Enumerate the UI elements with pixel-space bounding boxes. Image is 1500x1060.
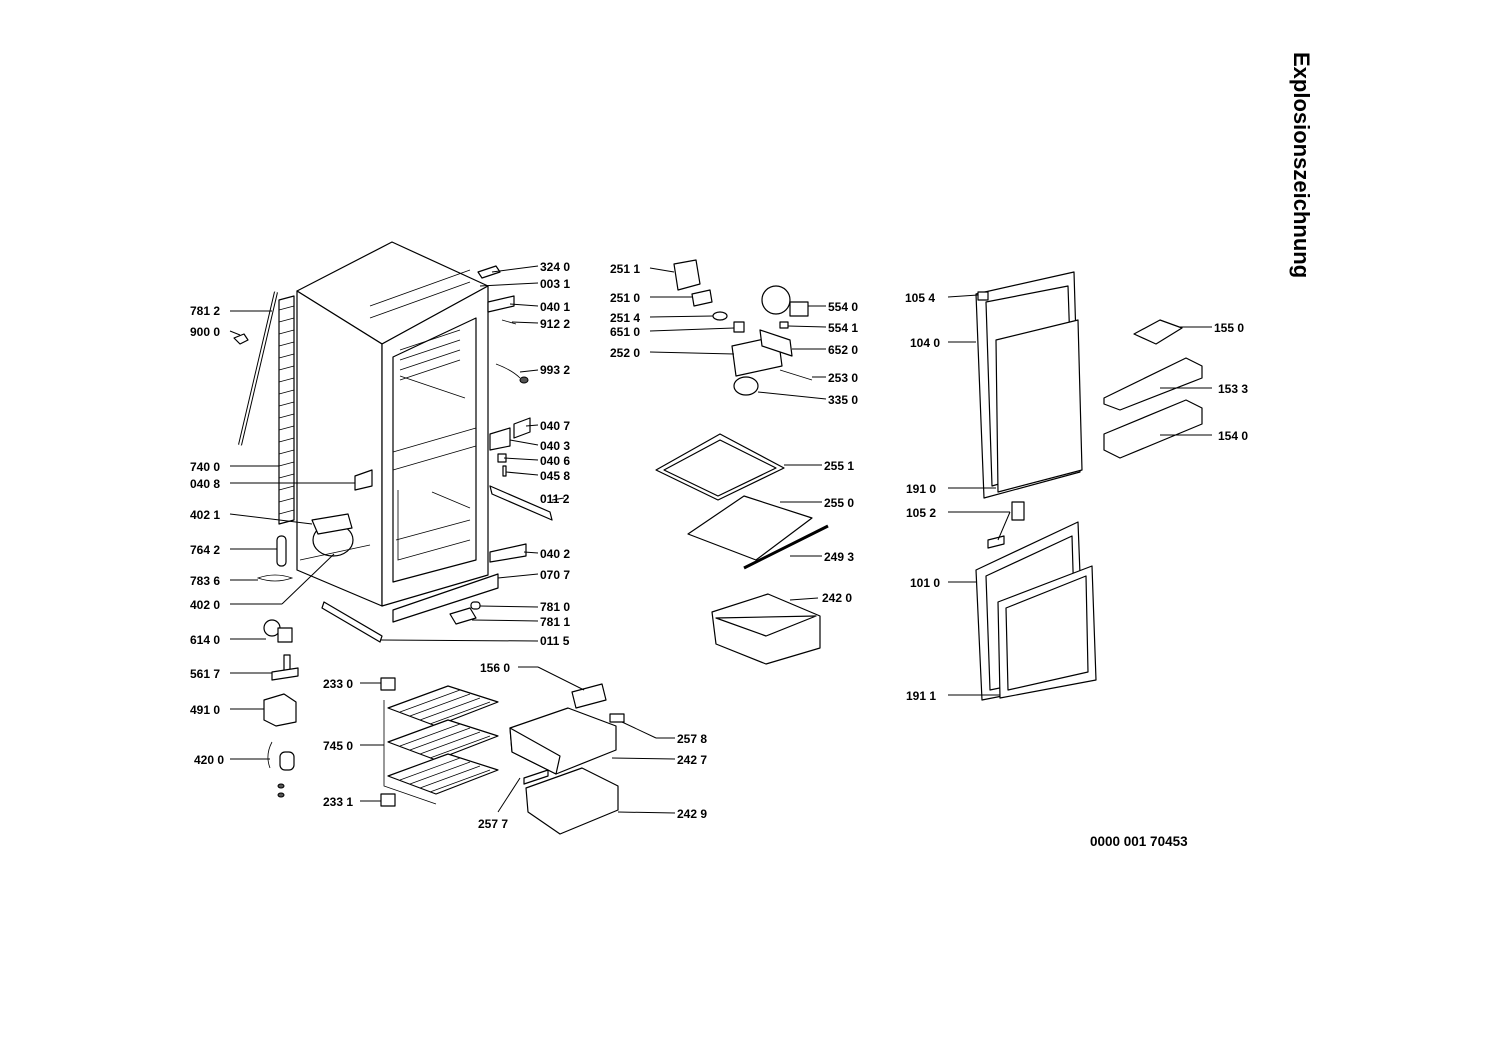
part-label: 040 6 [540,454,570,468]
part-label: 324 0 [540,260,570,274]
part-label: 040 7 [540,419,570,433]
part-label: 153 3 [1218,382,1248,396]
part-label: 045 8 [540,469,570,483]
control-components [655,259,829,665]
part-label: 614 0 [190,633,220,647]
part-label: 191 1 [906,689,936,703]
small-parts-left [233,333,373,798]
part-label: 251 0 [610,291,640,305]
cabinet-body [296,241,489,607]
part-label: 191 0 [906,482,936,496]
part-label: 040 2 [540,547,570,561]
leader-lines [229,265,1212,814]
part-label: 101 0 [910,576,940,590]
part-label: 900 0 [190,325,220,339]
part-label: 040 8 [190,477,220,491]
part-label: 781 0 [540,600,570,614]
part-label: 156 0 [480,661,510,675]
part-label: 255 1 [824,459,854,473]
drawers [509,683,625,835]
part-label: 233 1 [323,795,353,809]
part-label: 993 2 [540,363,570,377]
part-label: 040 1 [540,300,570,314]
part-label: 011 5 [540,634,570,648]
part-label: 257 8 [677,732,707,746]
part-label: 740 0 [190,460,220,474]
part-label: 251 1 [610,262,640,276]
part-label: 783 6 [190,574,220,588]
part-label: 255 0 [824,496,854,510]
part-label: 491 0 [190,703,220,717]
part-label: 249 3 [824,550,854,564]
part-label: 554 1 [828,321,858,335]
part-label: 242 7 [677,753,707,767]
part-label: 764 2 [190,543,220,557]
small-parts-right [321,265,553,643]
part-label: 040 3 [540,439,570,453]
part-label: 912 2 [540,317,570,331]
part-label: 105 4 [905,291,935,305]
document-number: 0000 001 70453 [1090,834,1188,849]
part-label: 402 0 [190,598,220,612]
part-label: 651 0 [610,325,640,339]
part-label: 242 0 [822,591,852,605]
part-label: 011 2 [540,492,570,506]
part-label: 154 0 [1218,429,1248,443]
part-label: 252 0 [610,346,640,360]
part-label: 781 1 [540,615,570,629]
part-label: 003 1 [540,277,570,291]
part-label: 554 0 [828,300,858,314]
part-label: 251 4 [610,311,640,325]
part-label: 242 9 [677,807,707,821]
part-label: 257 7 [478,817,508,831]
part-label: 420 0 [194,753,224,767]
part-label: 335 0 [828,393,858,407]
part-label: 233 0 [323,677,353,691]
part-label: 781 2 [190,304,220,318]
part-label: 070 7 [540,568,570,582]
part-label: 104 0 [910,336,940,350]
part-label: 402 1 [190,508,220,522]
condenser [278,295,295,525]
part-label: 105 2 [906,506,936,520]
part-label: 155 0 [1214,321,1244,335]
part-label: 561 7 [190,667,220,681]
part-label: 652 0 [828,343,858,357]
doors [975,271,1203,701]
diagram-title: Explosionszeichnung [1289,52,1314,279]
part-label: 253 0 [828,371,858,385]
part-label: 745 0 [323,739,353,753]
part-labels: 324 0 003 1 040 1 912 2 993 2 040 7 040 … [190,260,1248,831]
wire-shelves [380,677,499,807]
